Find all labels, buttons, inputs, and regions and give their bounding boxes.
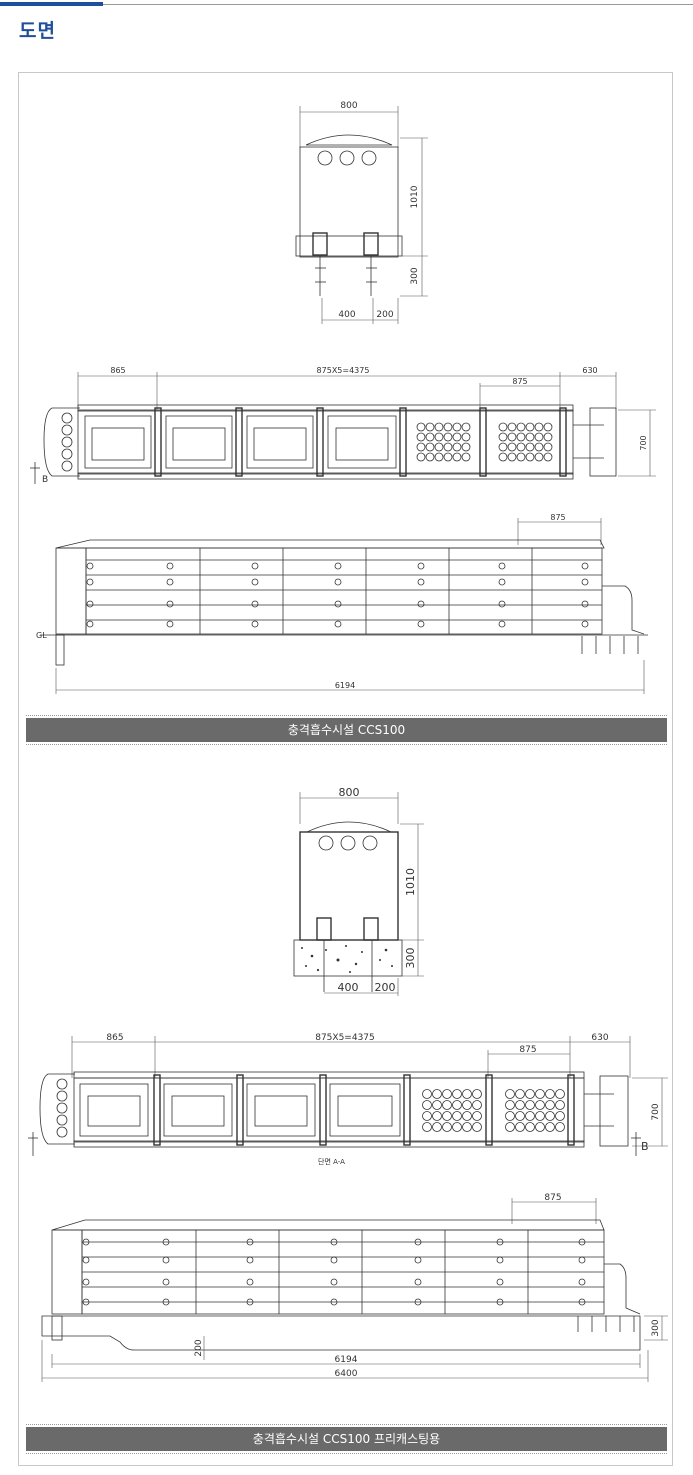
plan-cushion-group-2 <box>498 422 553 462</box>
side2-total-label: 6400 <box>335 1369 358 1379</box>
front-width-label: 800 <box>340 101 357 111</box>
plan-cushion-group-1 <box>416 422 471 462</box>
side-elevation-1: 875 GL 6194 <box>36 513 648 694</box>
plan2-section-label: 단면 A-A <box>318 1157 345 1166</box>
plan-bay-label: 875 <box>512 377 527 386</box>
side2-slab-label: 200 <box>194 1339 204 1356</box>
caption-2: 충격흡수시설 CCS100 프리캐스팅용 <box>26 1427 667 1451</box>
section-title: 도면 <box>19 20 56 42</box>
side2-bay-label: 875 <box>544 1193 561 1203</box>
plan2-depth-label: 700 <box>651 1103 661 1120</box>
plan-left-label: 865 <box>110 366 125 375</box>
front2-width-label: 800 <box>339 786 360 799</box>
caption-1: 충격흡수시설 CCS100 <box>26 718 667 742</box>
front-elevation-2: 800 1010 300 400 200 <box>293 786 424 996</box>
plan-marker-label: B <box>42 475 48 485</box>
front-spacing-b-label: 200 <box>376 310 393 320</box>
plan-depth-label: 700 <box>639 435 648 450</box>
front2-spacing-b-label: 200 <box>375 981 396 994</box>
plan2-bay-label: 875 <box>519 1045 536 1055</box>
header-rule <box>0 4 693 5</box>
plan-view-2: 865 875X5=4375 630 875 <box>28 1033 668 1166</box>
header-accent-bar <box>0 2 103 6</box>
plan2-right-label: 630 <box>591 1033 608 1043</box>
side-gl-label: GL <box>36 631 47 640</box>
plan2-marker-label: B <box>641 1140 649 1153</box>
front-spacing-a-label: 400 <box>338 310 355 320</box>
caption-2-wrap: 충격흡수시설 CCS100 프리캐스팅용 <box>26 1424 667 1454</box>
front2-height-label: 1010 <box>404 868 417 896</box>
drawing-2: 800 1010 300 400 200 865 875X5=437 <box>28 786 668 1382</box>
drawing-1: 800 1010 300 400 200 865 <box>30 101 656 694</box>
plan-view-1: 865 875X5=4375 630 875 <box>30 366 656 485</box>
front-base-label: 300 <box>410 267 420 284</box>
plan-middle-label: 875X5=4375 <box>317 366 370 375</box>
side-elevation-2: 875 300 200 6194 <box>41 1193 668 1382</box>
side-total-label: 6194 <box>335 681 355 690</box>
plan2-middle-label: 875X5=4375 <box>315 1033 375 1043</box>
drawing-frame <box>18 72 673 1466</box>
side2-length-label: 6194 <box>335 1355 358 1365</box>
front2-base-label: 300 <box>404 948 417 969</box>
caption-1-wrap: 충격흡수시설 CCS100 <box>26 715 667 745</box>
front-elevation-1: 800 1010 300 400 200 <box>295 101 428 324</box>
side-bay-label: 875 <box>550 513 565 522</box>
plan2-left-label: 865 <box>106 1033 123 1043</box>
plan2-cushion-group-1 <box>422 1089 482 1132</box>
side2-base-label: 300 <box>651 1319 661 1336</box>
plan2-cushion-group-2 <box>505 1089 565 1132</box>
front2-spacing-a-label: 400 <box>338 981 359 994</box>
front-height-label: 1010 <box>410 185 420 208</box>
plan-right-label: 630 <box>582 366 597 375</box>
